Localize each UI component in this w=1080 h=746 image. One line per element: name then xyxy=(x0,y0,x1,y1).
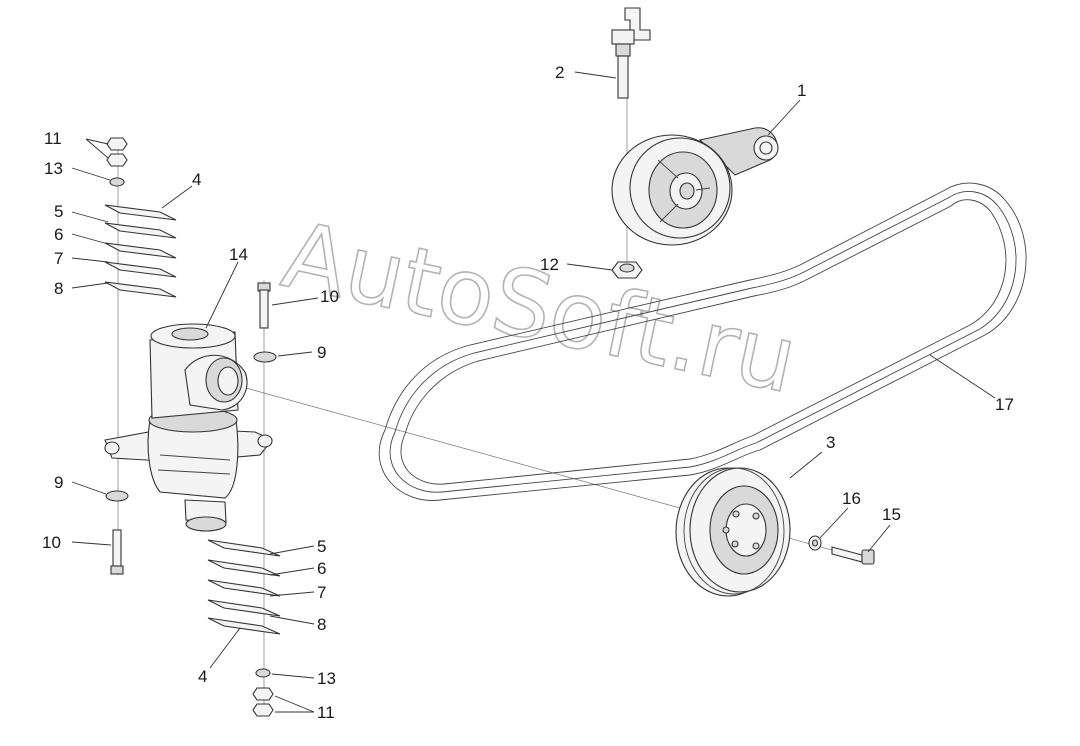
washer-16 xyxy=(808,535,822,551)
callout-4-bottom: 4 xyxy=(198,667,207,686)
callout-13-top: 13 xyxy=(44,159,63,178)
crank-pulley xyxy=(675,467,791,597)
callout-8-top: 8 xyxy=(54,279,63,298)
callout-6-bottom: 6 xyxy=(317,559,326,578)
callout-7-top: 7 xyxy=(54,249,63,268)
callout-11-bottom: 11 xyxy=(317,703,335,722)
callout-14: 14 xyxy=(229,245,248,264)
callout-13-bottom: 13 xyxy=(317,669,336,688)
callout-6-top: 6 xyxy=(54,225,63,244)
left-shim-stack xyxy=(104,137,177,575)
callout-7-bottom: 7 xyxy=(317,583,326,602)
callout-8-bottom: 8 xyxy=(317,615,326,634)
callout-2: 2 xyxy=(555,63,564,82)
watermark-text: AutoSoft.ru xyxy=(274,201,805,414)
tensioner-pulley xyxy=(611,127,779,246)
callout-10-right: 10 xyxy=(320,287,339,306)
callout-17: 17 xyxy=(995,395,1014,414)
callout-9-left: 9 xyxy=(54,473,63,492)
bracket-bolt xyxy=(611,7,651,99)
callout-3: 3 xyxy=(826,433,835,452)
angle-gearbox xyxy=(104,323,273,532)
right-shim-stack xyxy=(207,282,281,717)
callout-11-top: 11 xyxy=(44,129,62,148)
nut-12 xyxy=(611,261,643,279)
callout-15: 15 xyxy=(882,505,901,524)
leader-lines xyxy=(71,71,996,713)
callout-5-bottom: 5 xyxy=(317,537,326,556)
callout-16: 16 xyxy=(842,489,861,508)
callout-12: 12 xyxy=(540,255,559,274)
callout-9-right: 9 xyxy=(317,343,326,362)
drive-belt xyxy=(378,182,1027,501)
callouts: 1 2 3 4 4 5 5 6 6 7 7 8 8 9 9 10 10 11 1… xyxy=(42,63,1014,722)
callout-4-top: 4 xyxy=(192,170,201,189)
callout-1: 1 xyxy=(797,81,806,100)
watermark: AutoSoft.ru xyxy=(273,200,806,414)
callout-10-left: 10 xyxy=(42,533,61,552)
bolt-15 xyxy=(831,546,875,565)
callout-5-top: 5 xyxy=(54,202,63,221)
